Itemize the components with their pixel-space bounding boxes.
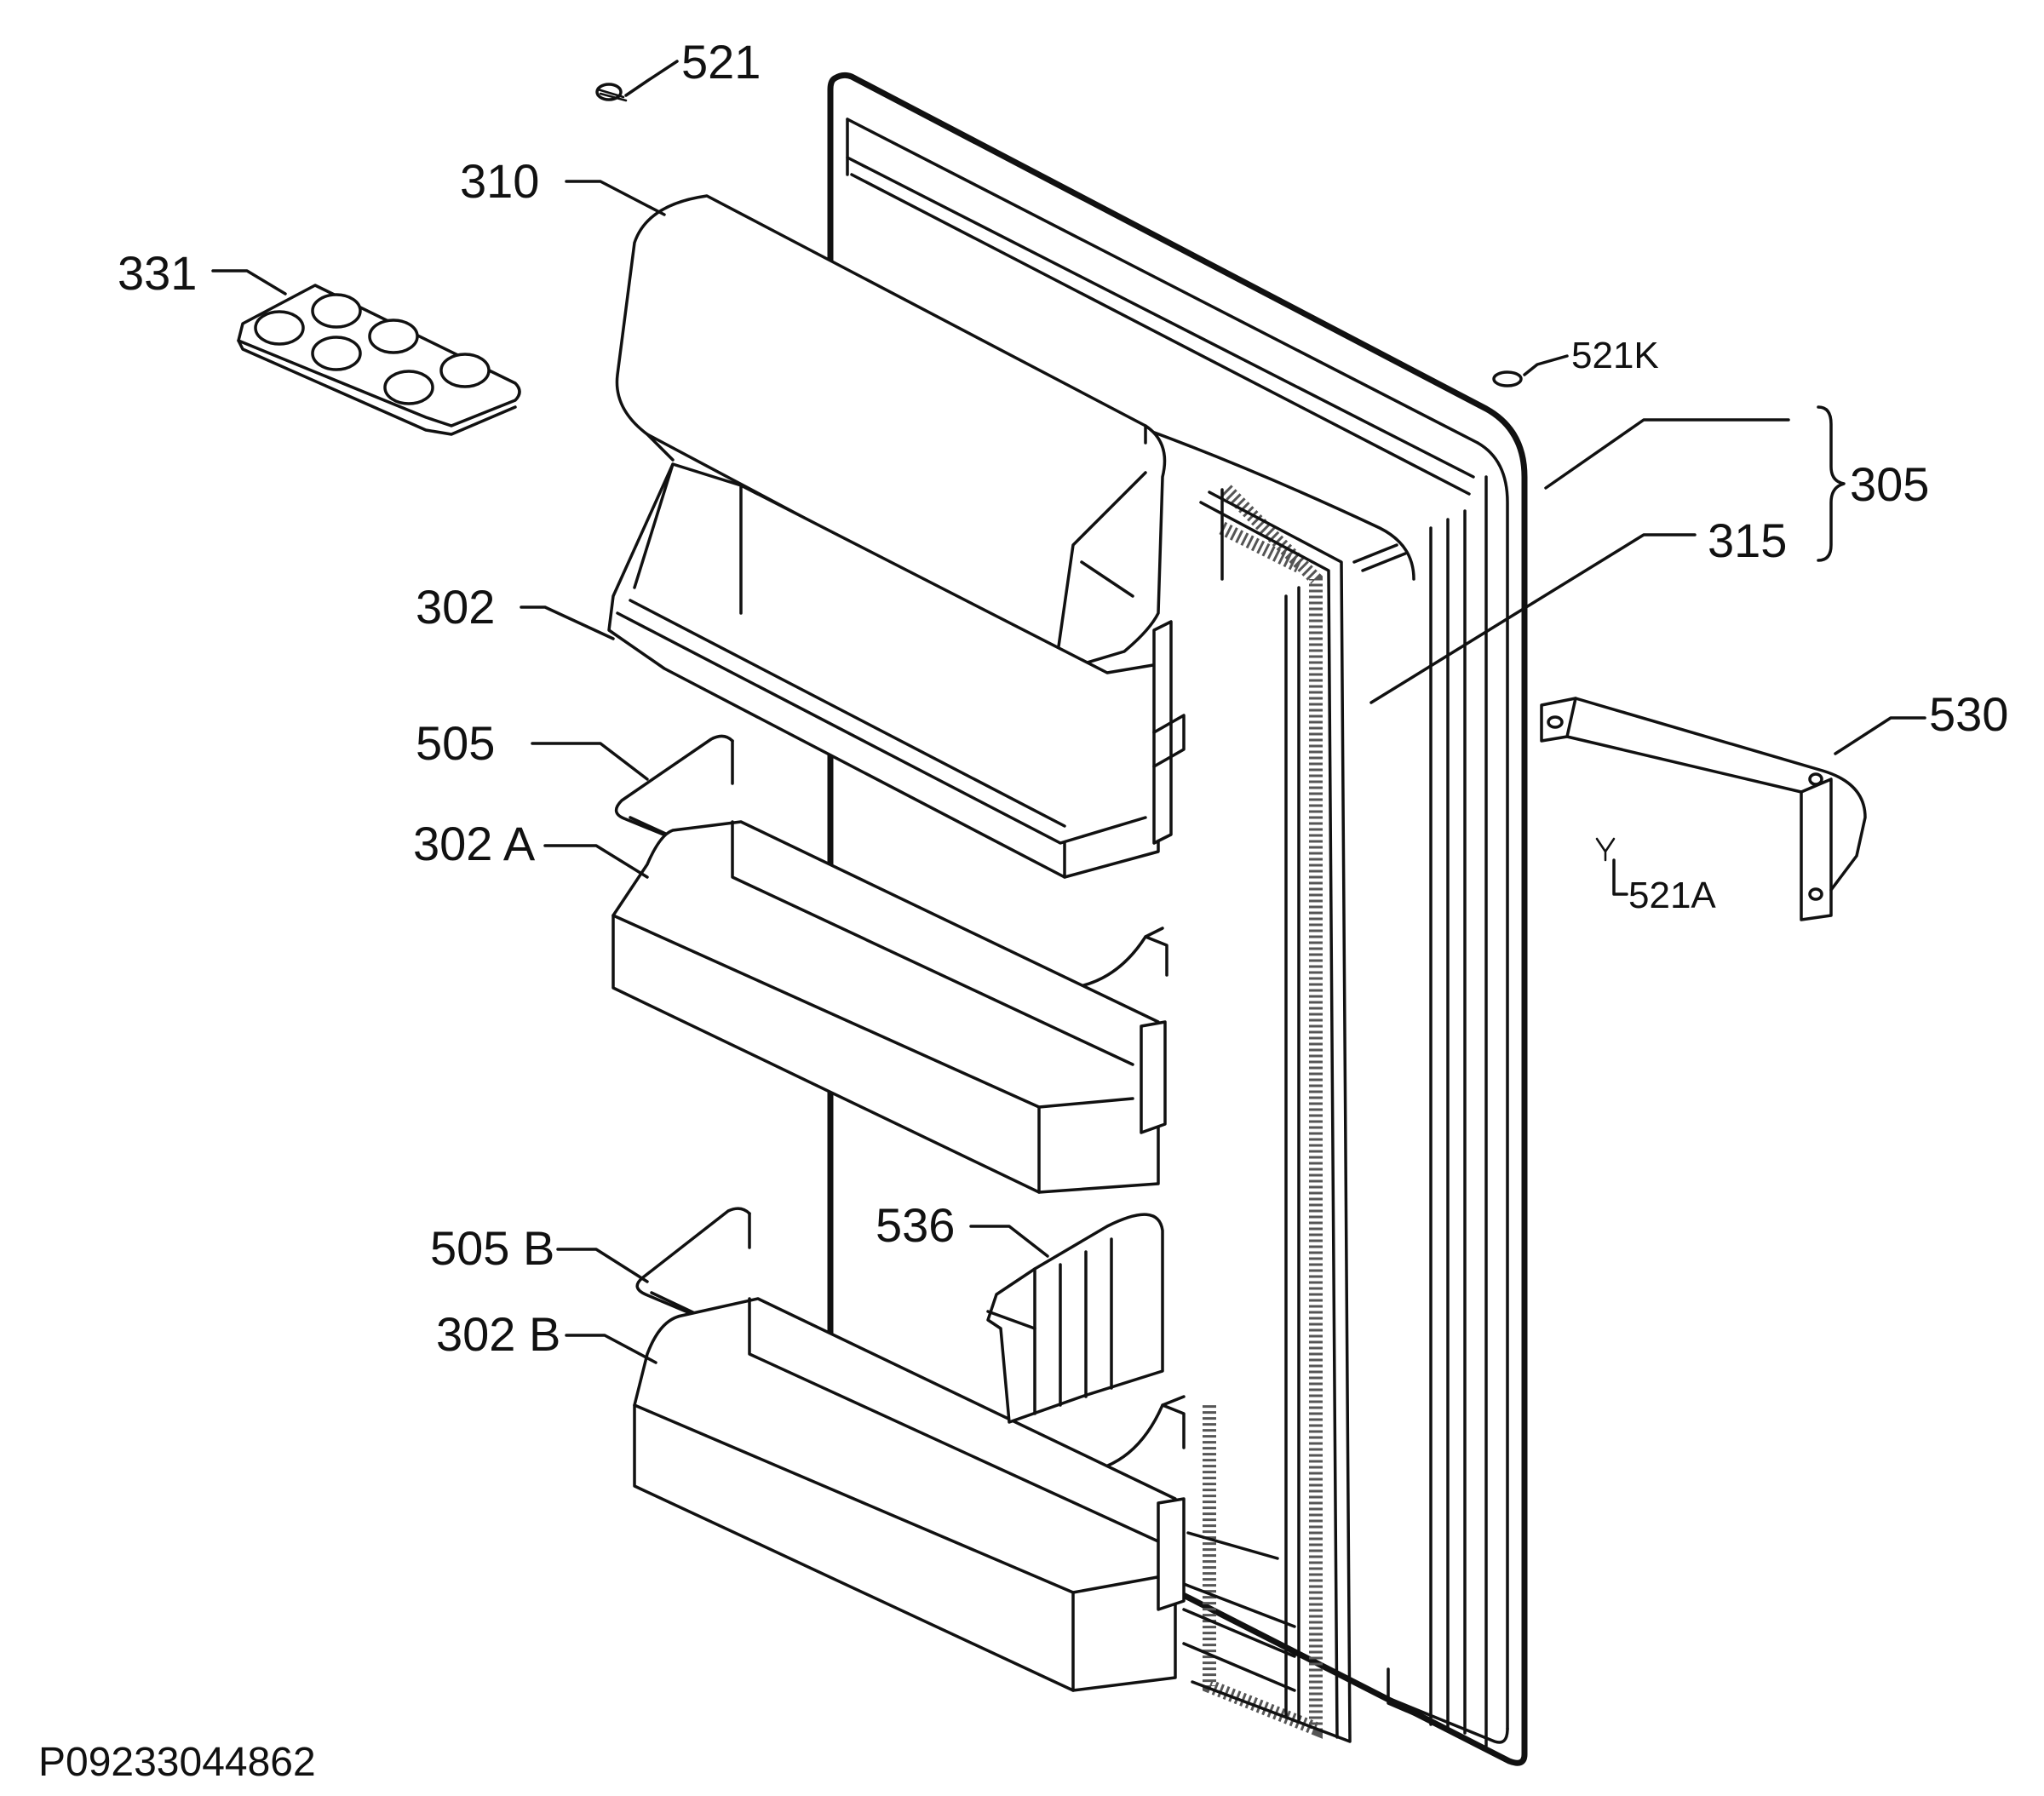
label-505B: 505 B xyxy=(430,1221,554,1275)
part-310-shelf-cover xyxy=(615,194,1167,666)
label-310: 310 xyxy=(460,154,539,208)
part-331-egg-tray xyxy=(211,269,521,436)
part-302-upper-shelf xyxy=(607,462,1186,879)
label-530: 530 xyxy=(1929,687,2008,741)
part-302B-lower-shelf xyxy=(633,1297,1186,1692)
part-530-handle xyxy=(1540,697,1926,921)
label-521: 521 xyxy=(681,35,761,89)
label-315: 315 xyxy=(1708,514,1787,567)
door-panel xyxy=(827,72,1528,1766)
label-305: 305 xyxy=(1850,457,1929,511)
label-505: 505 xyxy=(416,716,495,770)
label-521A: 521A xyxy=(1628,875,1716,916)
part-labels: 521 310 331 521K 305 315 302 505 302 A 5… xyxy=(38,35,2008,1785)
screw-521 xyxy=(595,60,679,102)
leader-lines xyxy=(520,180,1846,1364)
door-gasket-seal xyxy=(1182,485,1352,1743)
label-521K: 521K xyxy=(1571,335,1659,376)
drawing-code: P09233044862 xyxy=(38,1740,316,1785)
screw-521K xyxy=(1492,354,1569,387)
screw-521A xyxy=(1595,837,1628,896)
label-536: 536 xyxy=(876,1198,955,1252)
label-331: 331 xyxy=(118,246,197,300)
part-302A-middle-shelf xyxy=(611,820,1167,1194)
label-302: 302 xyxy=(416,580,495,634)
part-536-divider xyxy=(986,1213,1164,1424)
label-302A: 302 A xyxy=(413,817,536,870)
label-302B: 302 B xyxy=(436,1307,560,1361)
